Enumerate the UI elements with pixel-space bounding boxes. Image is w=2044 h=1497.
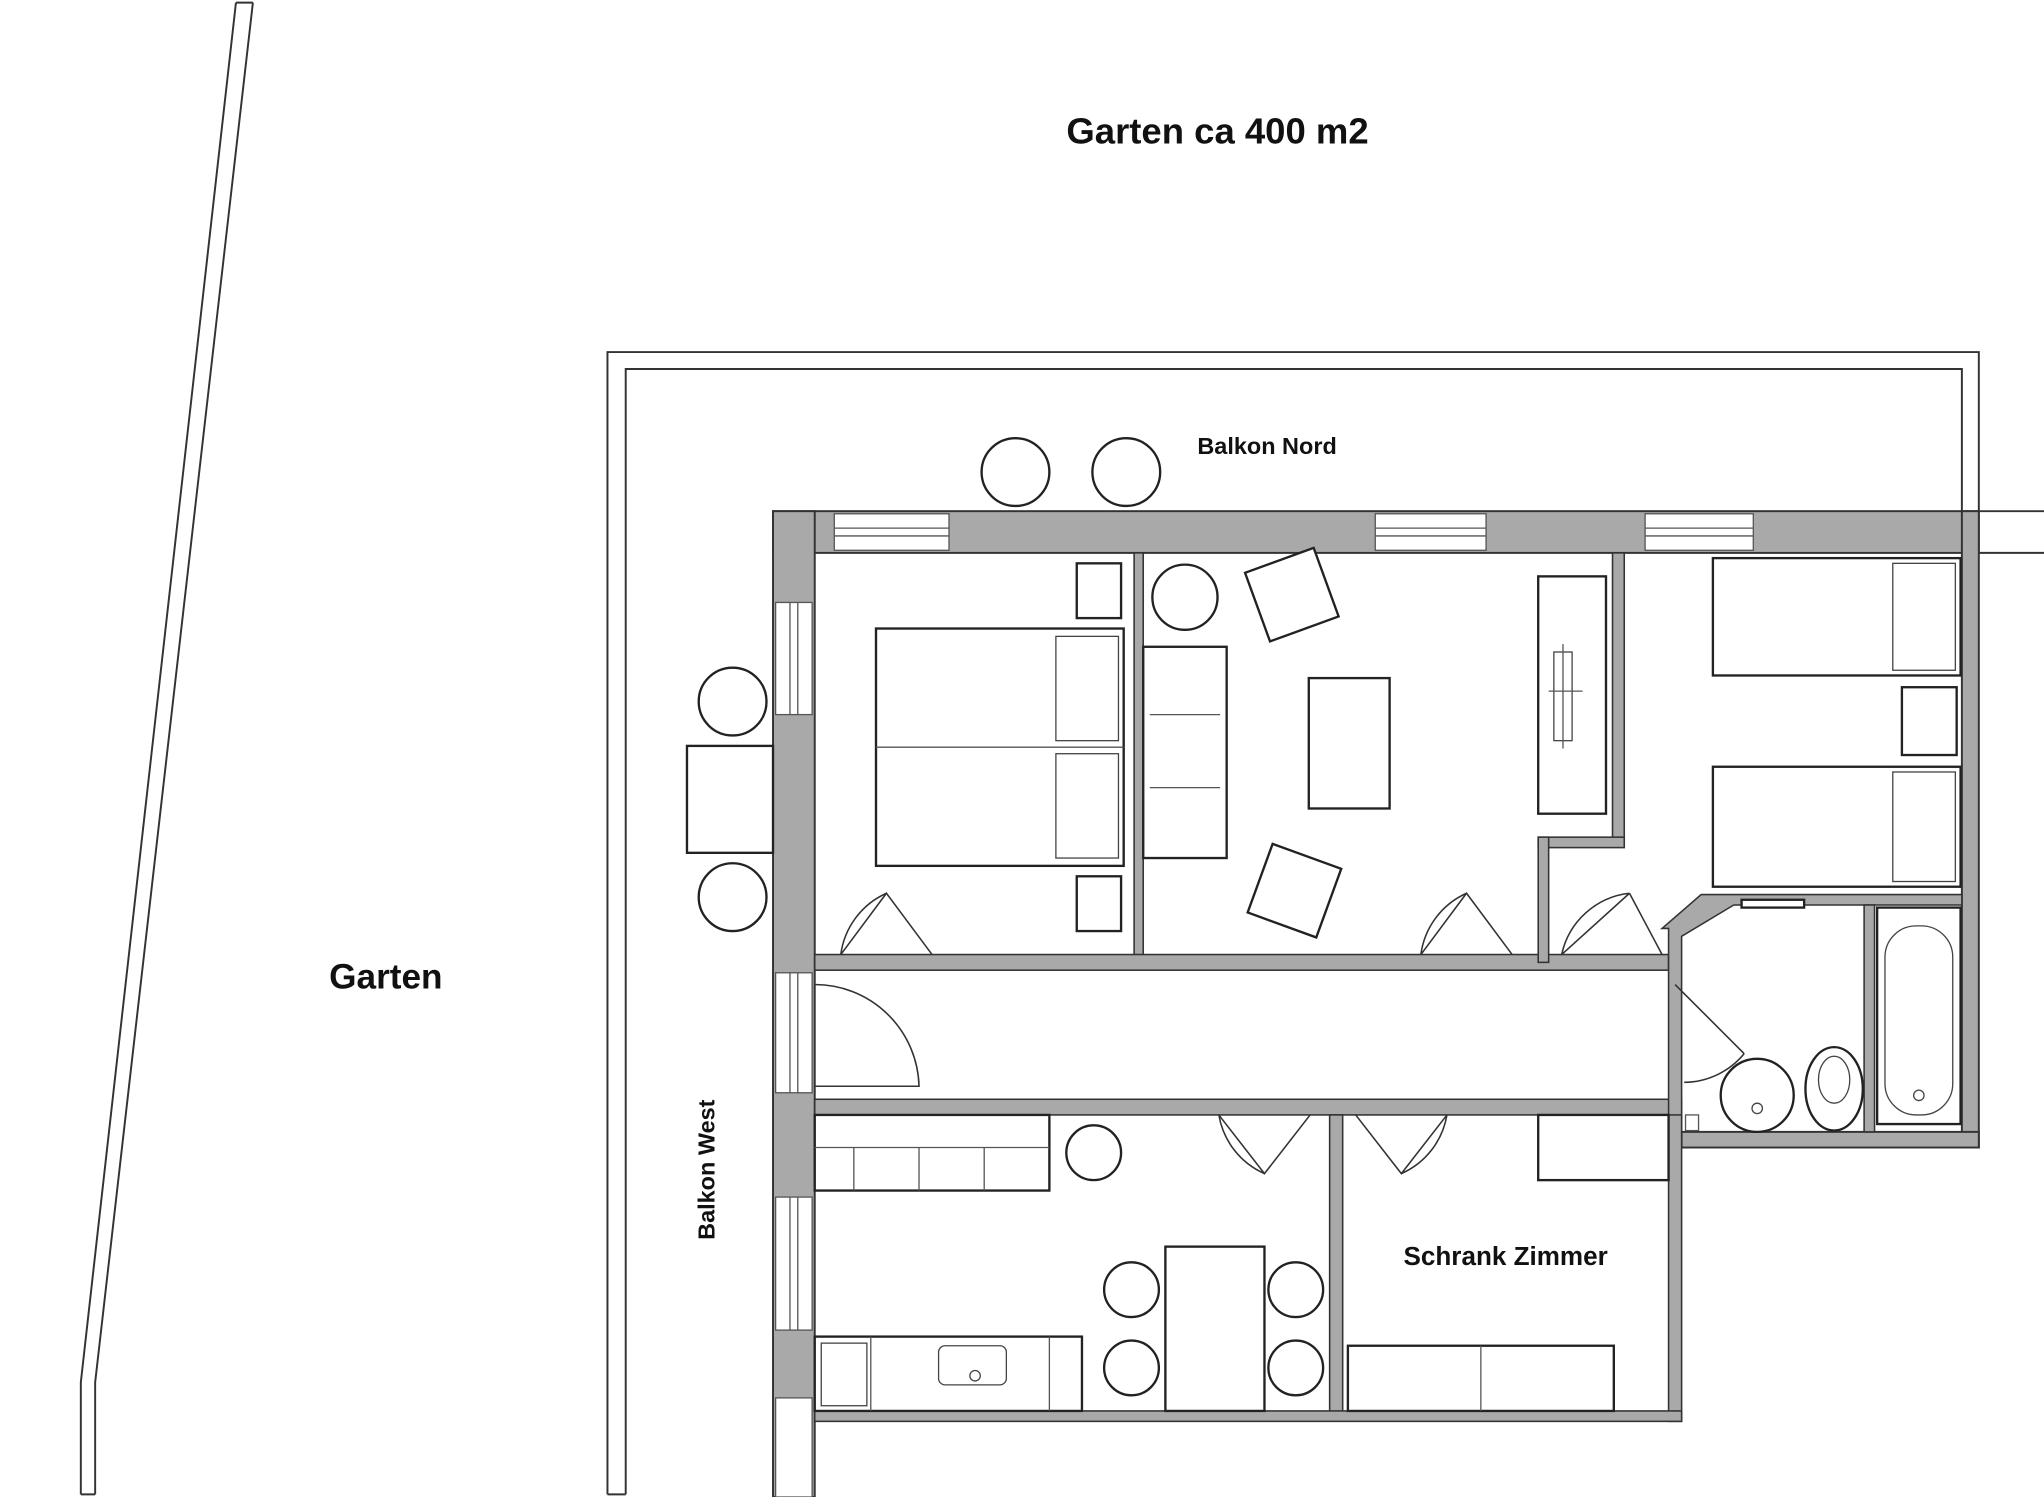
garden-area-label: Garten ca 400 m2 (1066, 110, 1368, 151)
bedroom (874, 562, 1125, 933)
bathroom (1719, 898, 1962, 1134)
outer-walls (772, 510, 1980, 1497)
balcony-north-label: Balkon Nord (1197, 433, 1336, 459)
garden-label: Garten (329, 957, 442, 996)
kitchen (813, 1113, 1325, 1413)
balcony-west-label: Balkon West (693, 1099, 719, 1240)
garden-boundary (79, 1, 254, 1496)
wardrobe-room-label: Schrank Zimmer (1404, 1241, 1608, 1271)
twin-bedroom (1711, 556, 1962, 888)
balcony-furniture (685, 436, 1162, 933)
living-room (1142, 546, 1608, 939)
balcony-railing (606, 351, 2044, 1496)
doors (813, 891, 1745, 1175)
wardrobe-room (1346, 1113, 1670, 1413)
